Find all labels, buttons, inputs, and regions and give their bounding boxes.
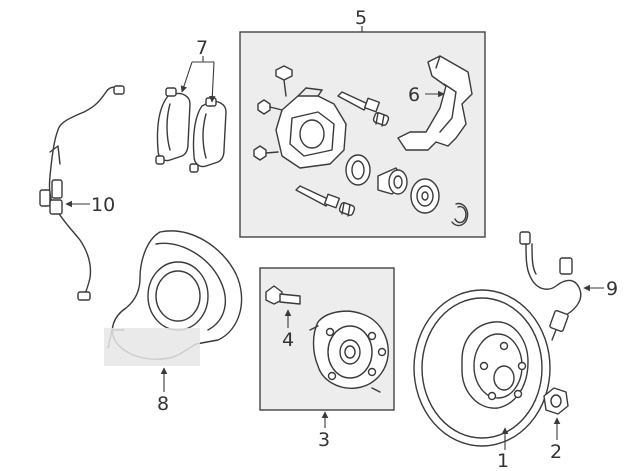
hub-bearing-panel — [259, 267, 395, 411]
callout-2: 2 — [550, 441, 562, 463]
abs-sensor — [39, 85, 125, 301]
caliper-bleeder — [257, 99, 283, 115]
hub-assembly — [309, 310, 389, 393]
piston-seal — [345, 154, 371, 186]
brake-pads — [155, 87, 227, 173]
caliper-assembly-panel — [239, 26, 486, 238]
guide-pin-boot-upper — [372, 112, 390, 127]
brake-rotor — [413, 289, 551, 447]
callout-1: 1 — [497, 450, 509, 471]
callout-9: 9 — [606, 278, 618, 300]
hub-nut — [543, 387, 569, 415]
callout-leaders — [65, 26, 604, 450]
splash-shield — [104, 230, 243, 366]
caliper-bolt-small — [275, 65, 293, 97]
caliper-body — [275, 87, 347, 169]
brake-hose — [519, 231, 582, 341]
caliper-piston — [377, 167, 408, 195]
caliper-plug — [253, 145, 279, 161]
guide-pin-boot-lower — [338, 202, 356, 217]
callout-8: 8 — [157, 393, 169, 415]
callout-7: 7 — [196, 37, 208, 59]
callout-5: 5 — [355, 7, 367, 29]
retaining-ring — [451, 202, 469, 227]
callout-4: 4 — [282, 329, 294, 351]
caliper-support — [397, 55, 473, 151]
callout-3: 3 — [318, 429, 330, 451]
callout-6: 6 — [408, 84, 420, 106]
callout-10: 10 — [91, 194, 115, 216]
piston-boot — [410, 178, 440, 214]
guide-pin-upper — [337, 91, 381, 113]
hub-bolt — [265, 285, 301, 305]
guide-pin-lower — [295, 185, 341, 209]
